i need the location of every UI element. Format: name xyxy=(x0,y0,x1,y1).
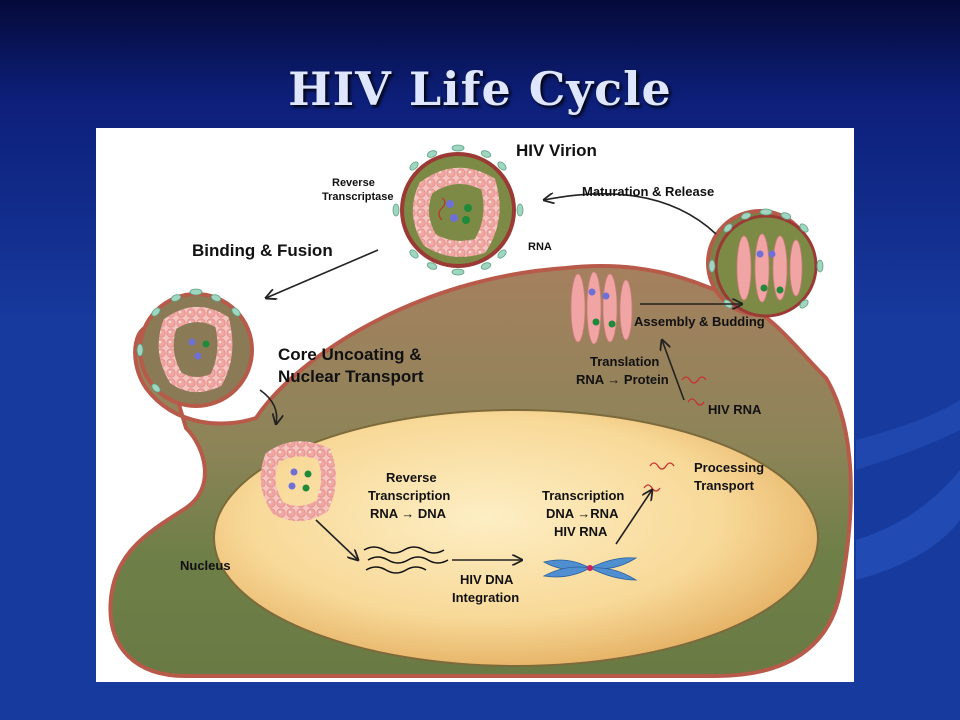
budding-virion xyxy=(708,208,824,318)
label-core-uncoating: Core Uncoating &Nuclear Transport xyxy=(278,345,424,386)
label-binding-fusion: Binding & Fusion xyxy=(192,241,333,260)
label-maturation-release: Maturation & Release xyxy=(582,184,714,199)
viral-dna xyxy=(363,546,449,574)
assembly-proteins xyxy=(570,271,633,345)
nucleus-shape xyxy=(213,409,819,667)
label-nucleus: Nucleus xyxy=(180,558,231,573)
label-assembly-budding: Assembly & Budding xyxy=(634,314,765,329)
label-hiv-rna-cytoplasm: HIV RNA xyxy=(708,402,762,417)
fusing-virion xyxy=(136,288,241,393)
hiv-virion xyxy=(392,144,524,276)
slide-title: HIV Life Cycle xyxy=(288,62,672,116)
lifecycle-arrows xyxy=(259,194,742,560)
label-rna: RNA xyxy=(528,241,552,253)
label-hiv-virion: HIV Virion xyxy=(516,141,597,160)
nuclear-capsid xyxy=(260,441,336,521)
chromosome xyxy=(542,557,638,581)
